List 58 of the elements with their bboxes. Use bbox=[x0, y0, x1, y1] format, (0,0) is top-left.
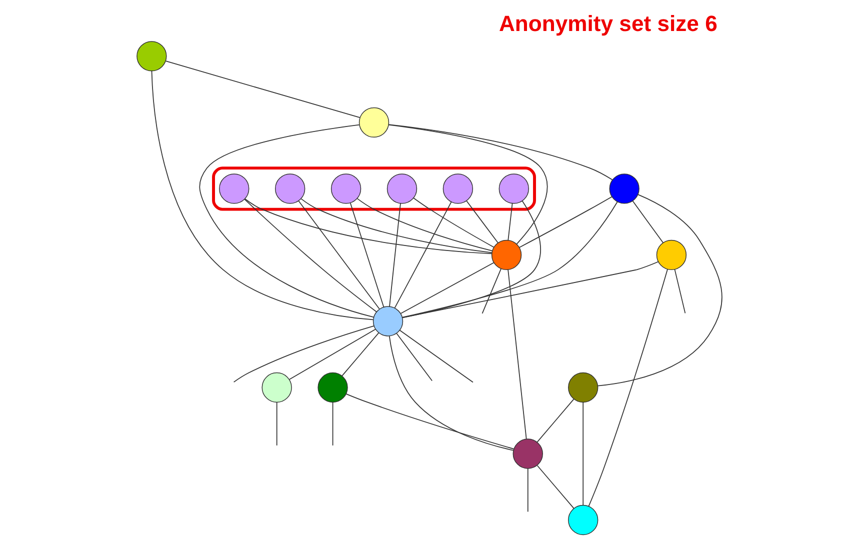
connector bbox=[518, 196, 612, 248]
node-circle bbox=[261, 372, 292, 403]
connector bbox=[412, 198, 494, 248]
connector bbox=[588, 268, 668, 507]
connector bbox=[466, 200, 498, 244]
connector bbox=[198, 124, 374, 318]
node-circle bbox=[358, 107, 389, 138]
node-circle bbox=[442, 174, 473, 204]
node-circle bbox=[330, 174, 361, 204]
connector bbox=[582, 402, 584, 506]
connector bbox=[356, 198, 492, 252]
connector bbox=[345, 393, 514, 450]
connector bbox=[402, 261, 658, 318]
node-circle bbox=[656, 240, 686, 270]
connector bbox=[298, 200, 380, 310]
node-circle bbox=[218, 174, 249, 204]
connector bbox=[401, 202, 618, 318]
connector bbox=[632, 200, 664, 244]
connector bbox=[526, 468, 528, 512]
connector bbox=[276, 402, 277, 446]
diagram-title: Anonymity set size 6 bbox=[498, 11, 717, 36]
connector bbox=[536, 465, 574, 509]
node-circle bbox=[498, 174, 528, 204]
cluster bbox=[212, 166, 536, 211]
node-circle bbox=[568, 504, 598, 536]
node-circle bbox=[317, 372, 348, 403]
connector bbox=[388, 203, 400, 307]
node-circle bbox=[568, 372, 598, 403]
connector bbox=[164, 60, 360, 118]
node-circle bbox=[608, 174, 639, 204]
connector bbox=[244, 198, 377, 312]
connector bbox=[394, 202, 452, 308]
connector bbox=[349, 202, 384, 308]
connector bbox=[396, 333, 432, 382]
node-circle bbox=[136, 41, 166, 72]
connector bbox=[388, 336, 514, 451]
node-circle bbox=[386, 174, 417, 204]
node-circle bbox=[372, 306, 403, 336]
connector bbox=[244, 198, 492, 254]
connector bbox=[507, 203, 512, 241]
connector bbox=[288, 328, 376, 380]
connector bbox=[507, 269, 526, 440]
connector bbox=[398, 330, 473, 383]
connector bbox=[232, 325, 374, 382]
connector bbox=[150, 70, 374, 320]
connector bbox=[674, 269, 686, 314]
connector bbox=[536, 398, 574, 443]
node-circle bbox=[512, 438, 542, 469]
connector bbox=[400, 262, 494, 314]
connector bbox=[388, 124, 548, 244]
connector bbox=[481, 268, 501, 314]
connector bbox=[341, 332, 379, 376]
connector bbox=[300, 198, 492, 254]
connector bbox=[388, 124, 612, 180]
connector bbox=[597, 194, 722, 386]
connector bbox=[332, 402, 333, 446]
node-circle bbox=[490, 240, 522, 270]
node-circle bbox=[274, 174, 305, 204]
